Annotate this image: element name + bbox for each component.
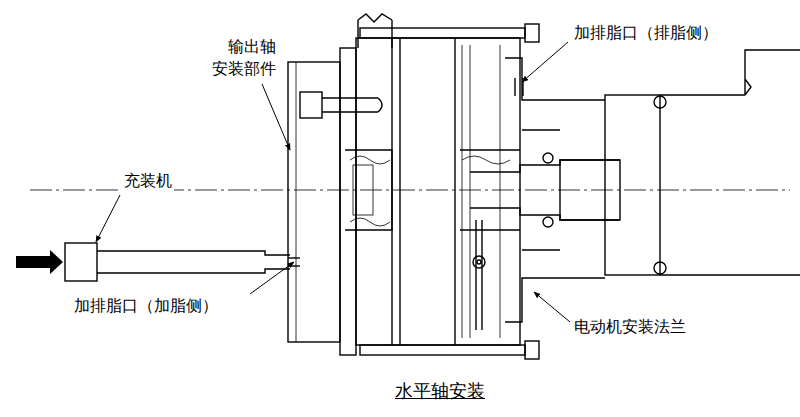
caption: 水平轴安装 bbox=[393, 379, 487, 403]
part-label: 加排脂口（加脂侧） bbox=[72, 295, 220, 317]
part-label: 充装机 bbox=[122, 170, 174, 192]
part-label: 电动机安装法兰 bbox=[572, 316, 688, 338]
part-label: 加排脂口（排脂侧） bbox=[572, 22, 720, 44]
part-label: 输出轴 安装部件 bbox=[200, 36, 278, 80]
